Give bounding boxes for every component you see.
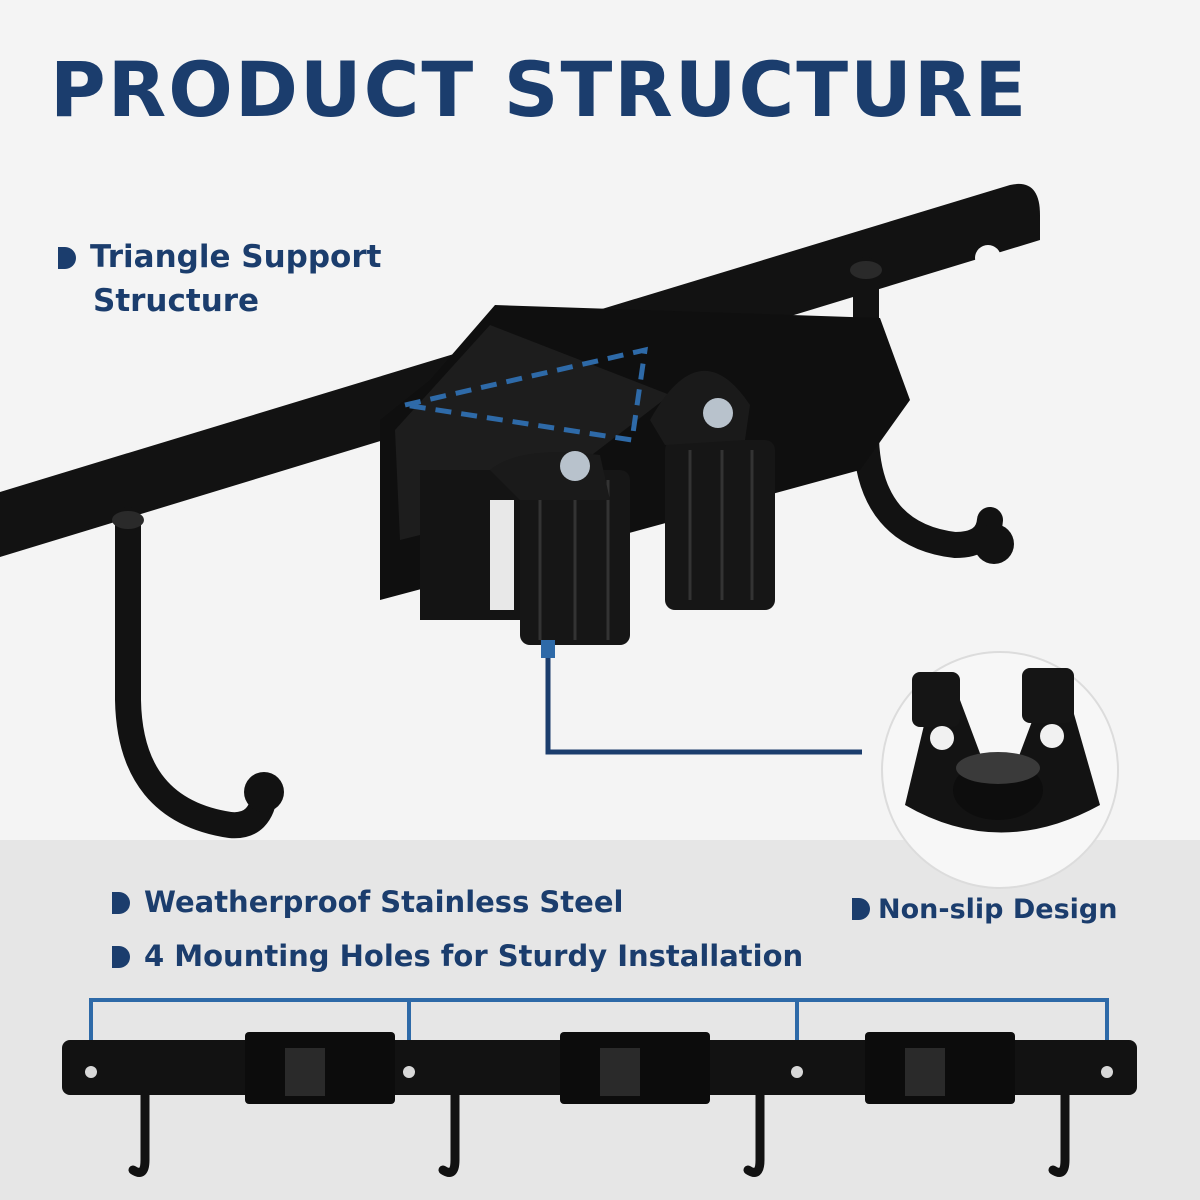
- feature-label-continued: Structure: [93, 283, 260, 319]
- bullet-marker-icon: [58, 247, 76, 269]
- mount-hole: [224, 509, 250, 535]
- feature-mounting-holes: 4 Mounting Holes for Sturdy Installation: [112, 934, 803, 978]
- bullet-marker-icon: [112, 892, 130, 914]
- callout-line: [545, 640, 862, 755]
- mounting-holes-bracket: [89, 998, 1109, 1072]
- hook-left: [115, 507, 278, 839]
- feature-triangle-support: Triangle Support Structure: [58, 235, 381, 323]
- feature-label: Weatherproof Stainless Steel: [144, 885, 624, 919]
- rivet: [560, 451, 590, 481]
- feature-label: Non-slip Design: [878, 894, 1118, 925]
- grip-right: [665, 440, 775, 610]
- bullet-marker-icon: [112, 946, 130, 968]
- bottom-panel: [0, 840, 1200, 1200]
- feature-label: Triangle Support: [90, 239, 382, 275]
- feature-nonslip: Non-slip Design: [852, 888, 1117, 932]
- mount-hole: [975, 245, 1001, 271]
- triangle-support-highlight: [404, 346, 648, 443]
- feature-weatherproof: Weatherproof Stainless Steel: [112, 880, 623, 924]
- rivet: [703, 398, 733, 428]
- feature-label: 4 Mounting Holes for Sturdy Installation: [144, 939, 804, 973]
- page-title: PRODUCT STRUCTURE: [50, 45, 1029, 134]
- bullet-marker-icon: [852, 898, 870, 920]
